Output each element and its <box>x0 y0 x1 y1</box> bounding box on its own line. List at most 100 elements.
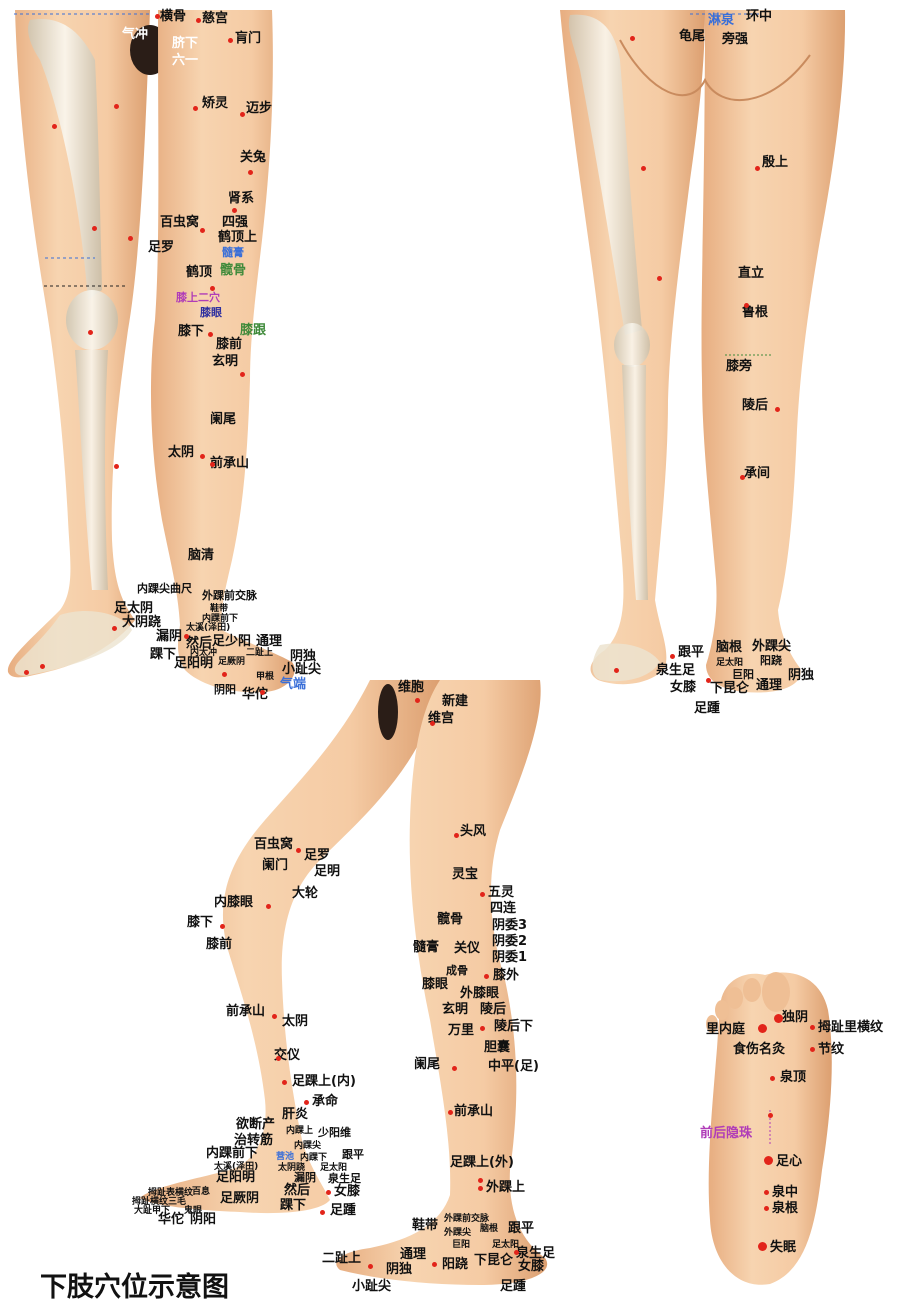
point-label: 脑根 <box>480 1224 498 1234</box>
acupoint-marker <box>296 848 301 853</box>
acupoint-marker <box>415 698 420 703</box>
point-label: 太阴 <box>282 1015 308 1029</box>
point-label: 慈宫 <box>202 12 228 26</box>
point-label: 气冲 <box>122 28 148 42</box>
acupoint-marker <box>240 112 245 117</box>
point-label: 六一 <box>172 54 198 68</box>
point-label: 足厥阴 <box>218 657 245 667</box>
point-label: 阑门 <box>262 859 288 873</box>
acupoint-marker <box>320 1210 325 1215</box>
acupoint-marker <box>670 654 675 659</box>
acupoint-marker <box>810 1025 815 1030</box>
point-label: 阳跷 <box>760 655 782 667</box>
acupoint-marker <box>430 721 435 726</box>
point-label: 髓膏 <box>413 941 439 955</box>
point-label: 足踝上(外) <box>450 1156 514 1170</box>
acupoint-marker <box>641 166 646 171</box>
point-label: 大轮 <box>292 887 318 901</box>
point-label: 足太阴 <box>114 602 153 616</box>
point-label: 环中 <box>746 10 772 24</box>
page-title: 下肢穴位示意图 <box>40 1265 229 1304</box>
acupoint-marker <box>810 1047 815 1052</box>
acupoint-marker <box>478 1186 483 1191</box>
point-label: 外膝眼 <box>460 987 499 1001</box>
acupoint-marker <box>276 1056 281 1061</box>
point-label: 横骨 <box>160 10 186 24</box>
point-label: 灵宝 <box>452 868 478 882</box>
acupoint-marker <box>768 1113 773 1118</box>
point-label: 足明 <box>314 865 340 879</box>
point-label: 阴委2 <box>492 935 527 949</box>
sole-big-toe <box>762 972 790 1012</box>
acupoint-marker <box>184 634 189 639</box>
acupoint-marker <box>657 276 662 281</box>
acupoint-marker <box>210 462 215 467</box>
point-label: 脐下 <box>172 37 198 51</box>
point-label: 脑根 <box>716 641 742 655</box>
point-label: 五灵 <box>488 886 514 900</box>
point-label: 胆囊 <box>484 1041 510 1055</box>
point-label: 阴独 <box>386 1263 412 1277</box>
point-label: 太溪(泽田) <box>186 623 230 633</box>
point-label: 陵后下 <box>494 1020 533 1034</box>
acupoint-marker <box>774 1014 783 1023</box>
acupoint-marker <box>155 14 160 19</box>
acupoint-marker <box>88 330 93 335</box>
point-label: 膝前 <box>216 338 242 352</box>
acupoint-marker <box>744 303 749 308</box>
acupoint-marker <box>114 104 119 109</box>
point-label: 膝跟 <box>240 324 266 338</box>
back-view-legs <box>560 10 845 693</box>
acupoint-marker <box>52 124 57 129</box>
point-label: 维胞 <box>398 681 424 695</box>
point-label: 足太阳 <box>492 1240 519 1250</box>
point-label: 陵后 <box>742 399 768 413</box>
sole-toe-2 <box>743 978 761 1002</box>
point-label: 二趾上 <box>322 1252 361 1266</box>
sole-toe-4 <box>715 1000 729 1020</box>
acupoint-marker <box>630 36 635 41</box>
sole-toe-3 <box>727 987 743 1009</box>
acupoint-marker <box>196 18 201 23</box>
point-label: 下昆仑 <box>474 1254 513 1268</box>
acupoint-marker <box>448 1110 453 1115</box>
point-label: 足阳明 <box>174 657 213 671</box>
acupoint-marker <box>764 1156 773 1165</box>
point-label: 阴独 <box>788 669 814 683</box>
acupoint-marker <box>240 372 245 377</box>
point-label: 足心 <box>776 1155 802 1169</box>
acupoint-marker <box>222 672 227 677</box>
point-label: 通理 <box>756 679 782 693</box>
acupoint-marker <box>454 833 459 838</box>
point-label: 泉根 <box>772 1202 798 1216</box>
point-label: 内踝尖 <box>294 1141 321 1151</box>
front-kneecap <box>66 290 118 350</box>
acupoint-marker <box>220 924 225 929</box>
point-label: 头风 <box>460 825 486 839</box>
point-label: 足罗 <box>148 241 174 255</box>
point-label: 陵后 <box>480 1003 506 1017</box>
point-label: 节纹 <box>818 1043 844 1057</box>
point-label: 膝前 <box>206 938 232 952</box>
point-label: 髋骨 <box>437 913 463 927</box>
point-label: 前后隐珠 <box>700 1127 752 1141</box>
acupoint-marker <box>260 690 265 695</box>
point-label: 足阳明 <box>216 1171 255 1185</box>
point-label: 髋骨 <box>220 264 246 278</box>
point-label: 内太冲 <box>190 648 217 658</box>
point-label: 内踝尖曲尺 <box>137 583 192 595</box>
point-label: 矫灵 <box>202 97 228 111</box>
acupoint-marker <box>92 226 97 231</box>
back-left-knee-bone <box>614 323 650 367</box>
point-label: 膝上二穴 <box>176 292 220 304</box>
point-label: 足太阳 <box>716 658 743 668</box>
point-label: 直立 <box>738 267 764 281</box>
side-groin-shade <box>378 684 398 740</box>
point-label: 跟平 <box>508 1222 534 1236</box>
acupoint-marker <box>480 892 485 897</box>
acupoint-marker <box>208 332 213 337</box>
point-label: 成骨 <box>446 965 468 977</box>
acupoint-marker <box>272 1014 277 1019</box>
point-label: 百虫窝 <box>254 838 293 852</box>
acupoint-marker <box>304 1100 309 1105</box>
